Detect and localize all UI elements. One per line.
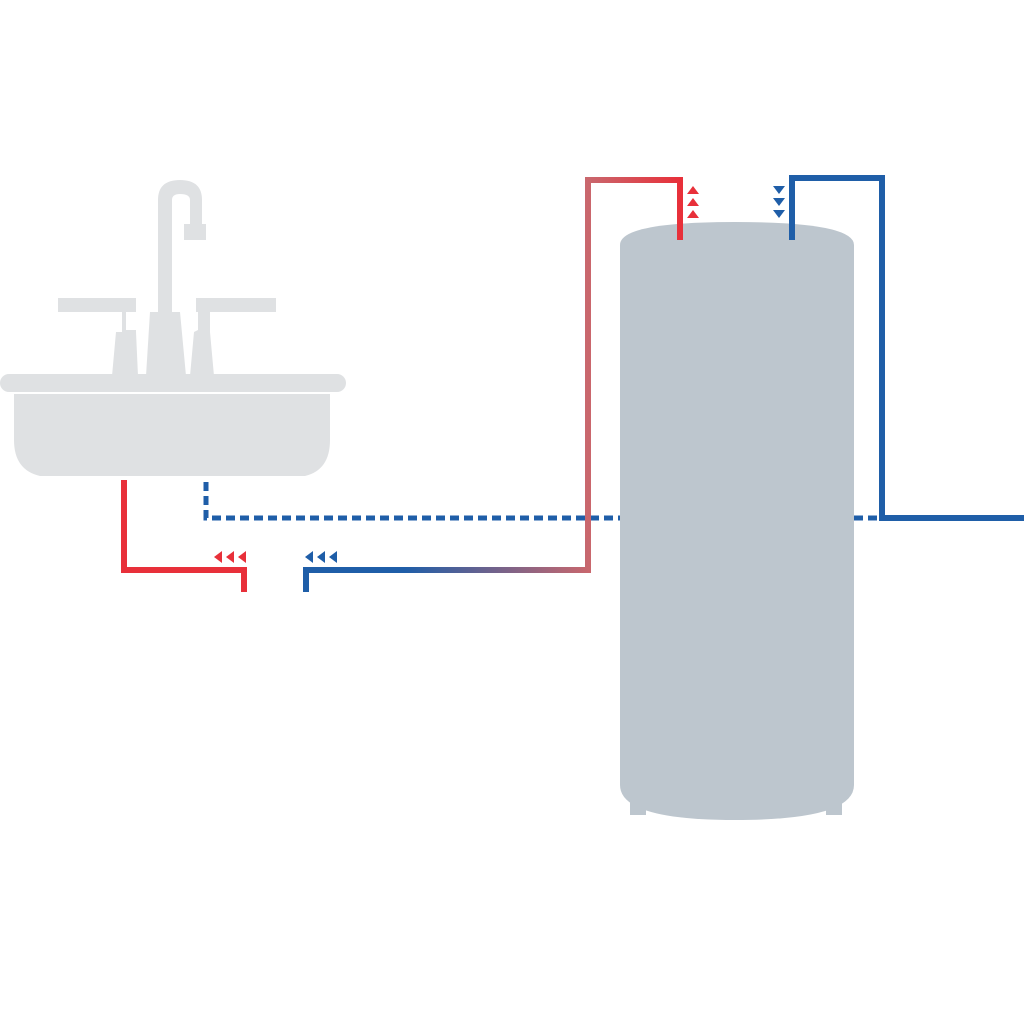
arrow-left-icon	[238, 551, 246, 563]
right-handle	[190, 298, 276, 376]
hot-water-pipe	[585, 177, 683, 540]
arrow-down-icon	[773, 198, 785, 206]
arrow-down-icon	[773, 210, 785, 218]
arrow-left-icon	[317, 551, 325, 563]
left-handle	[58, 298, 138, 376]
arrow-up-icon	[687, 198, 699, 206]
cold-inlet-arrows-down	[773, 186, 785, 218]
faucet-spout	[158, 180, 206, 312]
sink-basin	[14, 394, 330, 476]
sink-hot-line	[121, 480, 247, 592]
sink-rim	[0, 374, 346, 392]
cold-water-pipe	[789, 175, 1024, 521]
arrow-left-icon	[226, 551, 234, 563]
faucet-base	[146, 312, 186, 376]
arrow-left-icon	[305, 551, 313, 563]
arrow-up-icon	[687, 186, 699, 194]
return-arrows-left	[305, 551, 337, 563]
arrow-down-icon	[773, 186, 785, 194]
sink-icon	[0, 180, 346, 476]
water-heater-tank	[620, 222, 854, 820]
hot-outlet-arrows-up	[687, 186, 699, 218]
arrow-left-icon	[214, 551, 222, 563]
arrow-left-icon	[329, 551, 337, 563]
hot-under-sink-arrows-left	[214, 551, 246, 563]
flow-arrows	[214, 186, 785, 563]
tank-body	[620, 222, 854, 820]
arrow-up-icon	[687, 210, 699, 218]
dashed-cold-line	[203, 482, 620, 521]
recirculation-return-pipe	[303, 538, 591, 592]
